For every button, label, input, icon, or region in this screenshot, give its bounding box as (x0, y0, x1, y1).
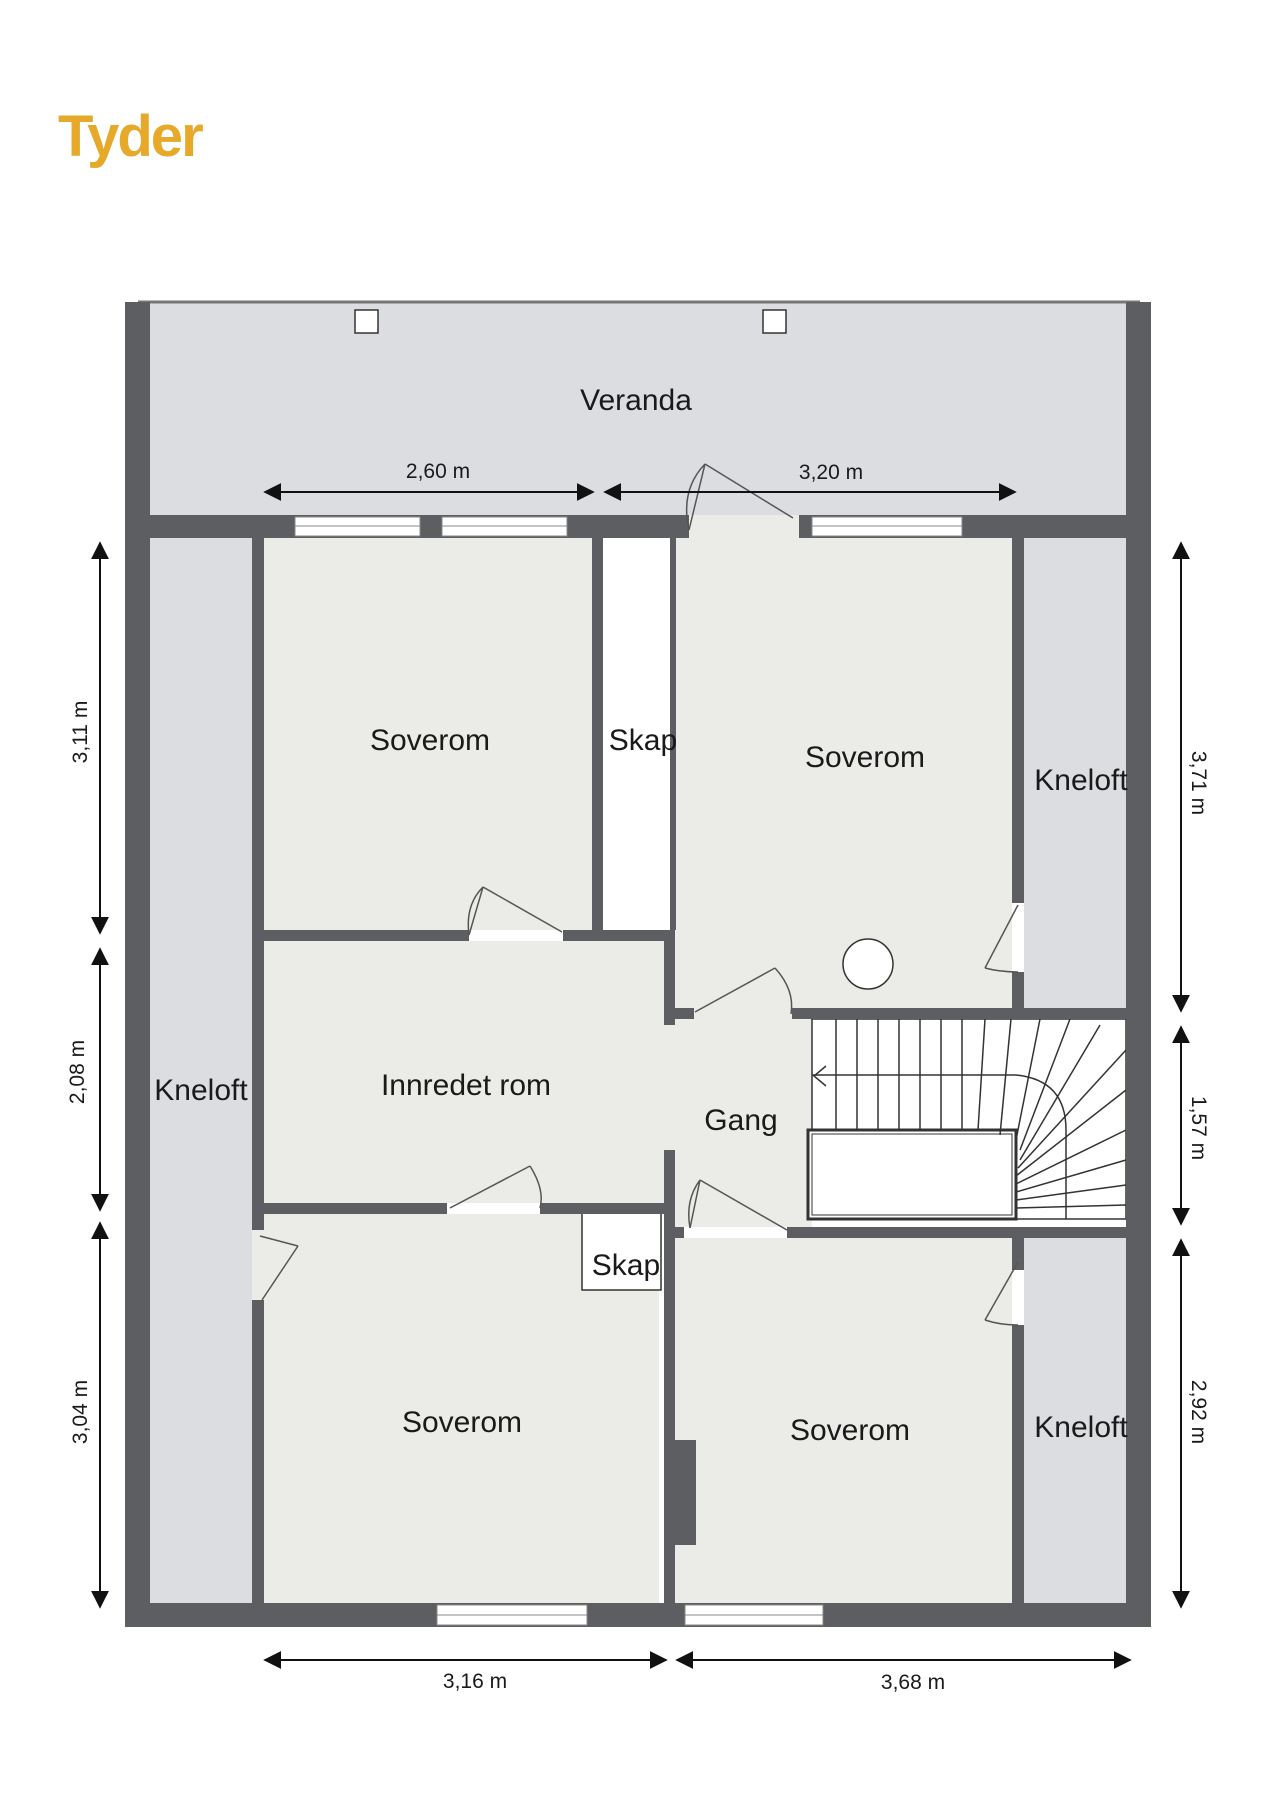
dim-label-right-mid: 1,57 m (1187, 1096, 1210, 1160)
soverom-top-left-floor (264, 538, 592, 930)
room-label-skap-top: Skap (609, 724, 677, 757)
windows (294, 516, 963, 1626)
dim-label-left-top: 3,11 m (69, 701, 92, 764)
dim-label-bottom-left: 3,16 m (443, 1670, 507, 1693)
veranda-floor (148, 302, 1141, 515)
kneloft-right-bottom-floor (1024, 1238, 1126, 1603)
dim-label-right-bottom: 2,92 m (1187, 1380, 1210, 1444)
chimney (842, 938, 894, 990)
dim-label-top-left: 2,60 m (406, 460, 470, 483)
room-label-veranda: Veranda (580, 384, 692, 417)
door-swings (259, 463, 1019, 1326)
dim-label-top-right: 3,20 m (799, 461, 863, 484)
skap-mid-box (581, 1212, 662, 1291)
dim-label-bottom-right: 3,68 m (881, 1671, 945, 1694)
kneloft-left-floor (150, 538, 252, 1603)
room-label-soverom-top-left: Soverom (370, 724, 490, 757)
room-label-kneloft-right-top: Kneloft (1034, 764, 1128, 797)
room-label-kneloft-right-bottom: Kneloft (1034, 1411, 1128, 1444)
dim-label-left-bottom: 3,04 m (69, 1380, 92, 1444)
room-label-kneloft-left: Kneloft (154, 1074, 248, 1107)
veranda-hatch-right (762, 309, 787, 334)
skap-top-floor (603, 538, 673, 930)
kneloft-right-top-floor (1024, 538, 1126, 1008)
room-label-soverom-bottom-right: Soverom (790, 1414, 910, 1447)
dim-label-right-top: 3,71 m (1187, 751, 1210, 815)
room-label-gang: Gang (704, 1104, 777, 1137)
soverom-top-right-floor (672, 538, 1012, 1008)
room-label-skap-mid: Skap (592, 1249, 660, 1282)
dimension-lines (91, 483, 1190, 1669)
brand-logo: Tyder (58, 104, 204, 169)
innredet-rom-floor (264, 941, 664, 1203)
staircase (806, 1018, 1127, 1221)
gang-floor (664, 941, 812, 1227)
room-label-soverom-bottom-left: Soverom (402, 1406, 522, 1439)
veranda-hatch-left (354, 309, 379, 334)
room-label-soverom-top-right: Soverom (805, 741, 925, 774)
soverom-bottom-right-floor (672, 1238, 1012, 1603)
room-label-innredet-rom: Innredet rom (381, 1069, 551, 1102)
dim-label-left-mid: 2,08 m (66, 1040, 89, 1104)
door-openings (252, 515, 799, 1300)
